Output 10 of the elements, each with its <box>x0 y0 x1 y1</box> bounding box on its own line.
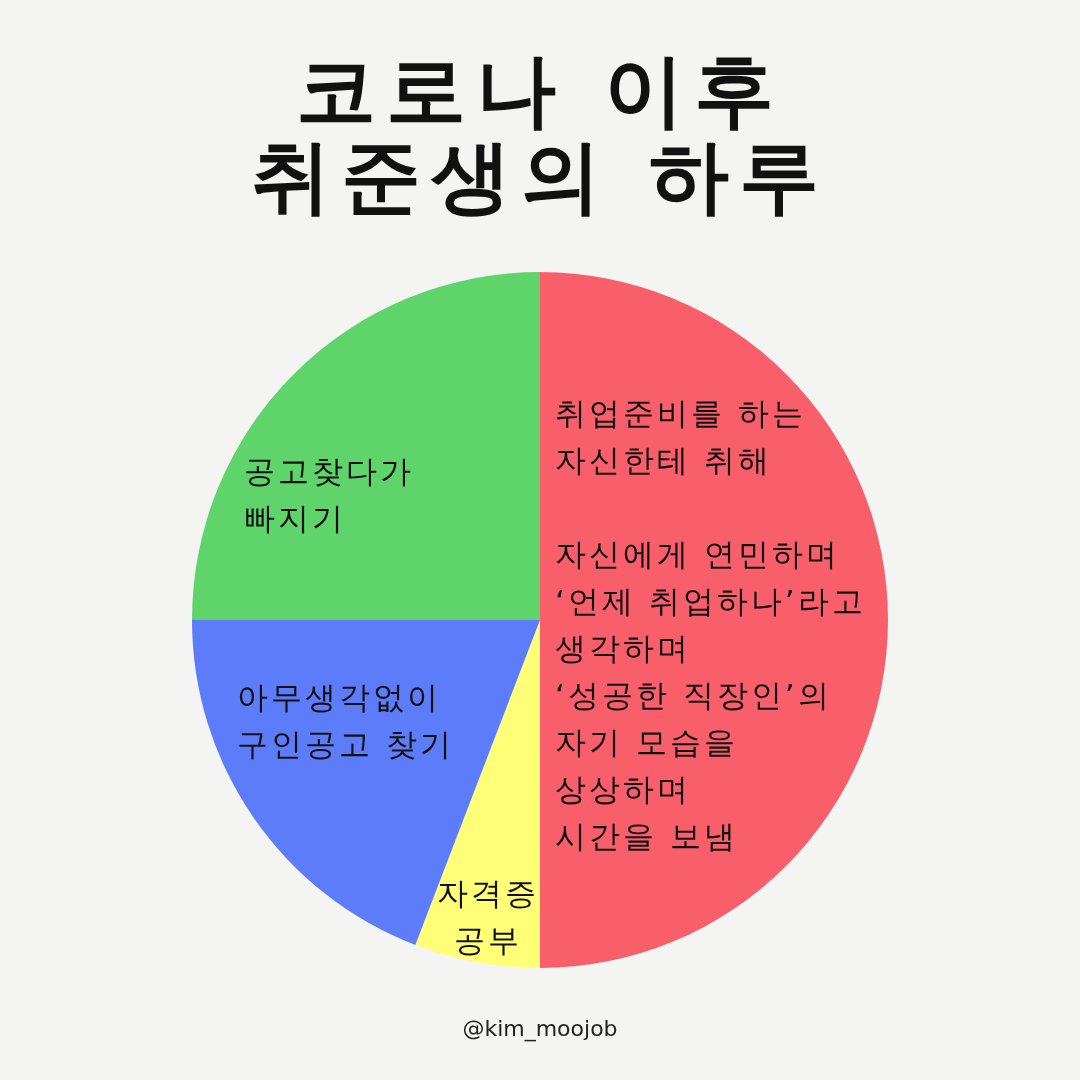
slice-label: 자신에게 연민하며 <box>555 535 841 574</box>
title: 코로나 이후 취준생의 하루 <box>250 48 830 220</box>
slice-label: ‘성공한 직장인’의 자기 모습을 상상하며 <box>555 676 833 809</box>
slice-label: 자격증 공부 <box>435 874 540 960</box>
slice-label: ‘언제 취업하나’라고 생각하며 <box>555 582 867 668</box>
slice-label: 취업준비를 하는 자신한테 취해 <box>555 394 807 480</box>
slice-label: 아무생각없이 구인공고 찾기 <box>237 678 455 764</box>
author-handle: @kim_moojob <box>461 1016 619 1041</box>
slice-label: 공고찾다가 빠지기 <box>244 452 415 538</box>
slice-label: 시간을 보냄 <box>555 817 739 856</box>
